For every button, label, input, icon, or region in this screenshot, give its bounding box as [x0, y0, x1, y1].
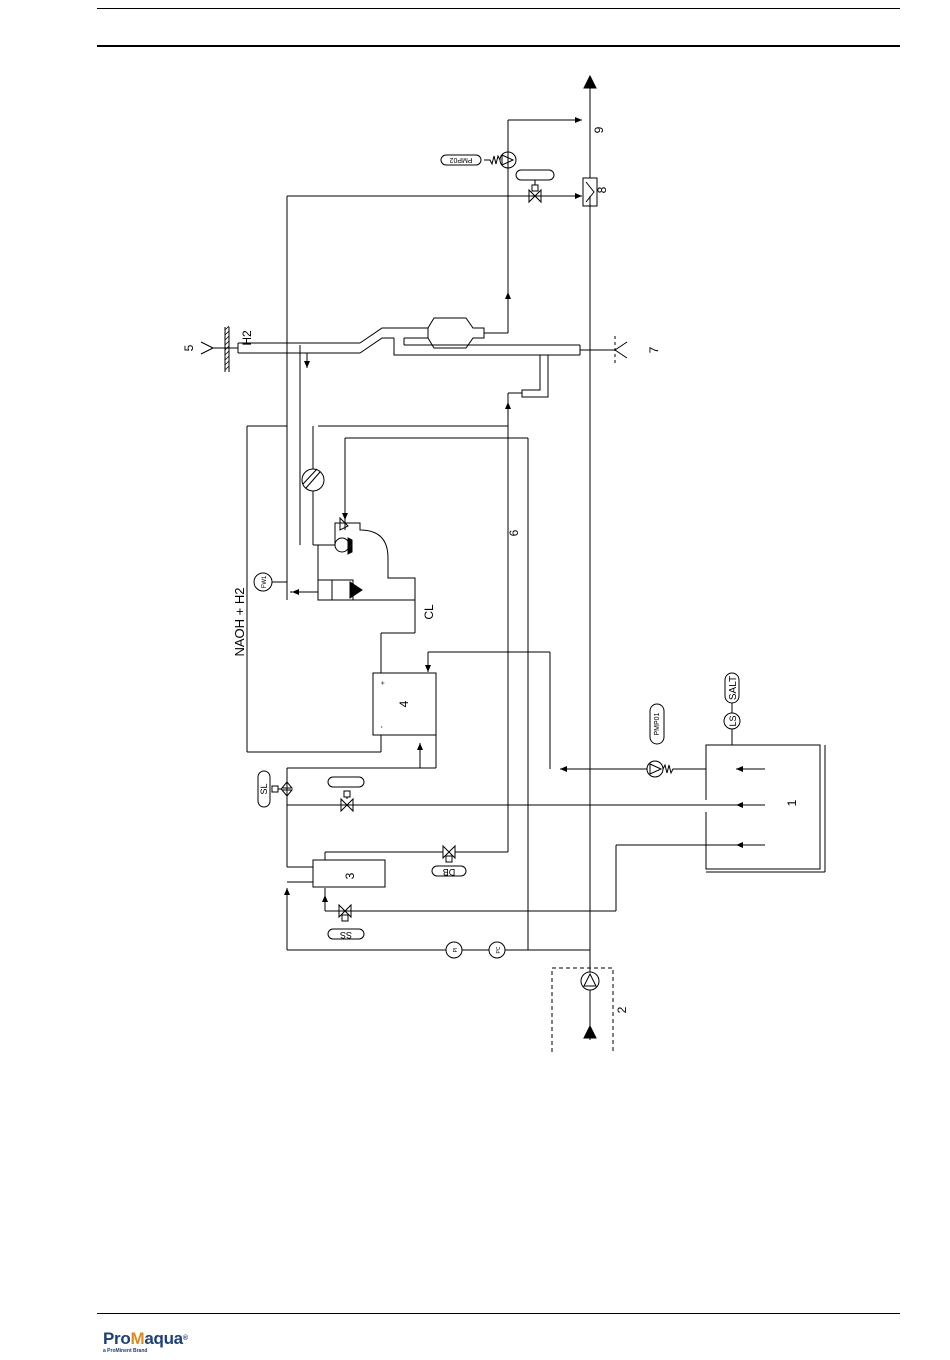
softener-unit: [287, 743, 443, 887]
hydrogen-vent: [201, 326, 238, 372]
electrolytic-cell: [247, 426, 436, 768]
label-fw1: FW1: [262, 575, 268, 588]
valve-mixer: [516, 170, 554, 202]
brine-pump-pmp01: [428, 652, 706, 777]
label-h2: H2: [240, 330, 254, 346]
label-line-6: 6: [507, 529, 521, 536]
label-cell-plus: +: [380, 681, 387, 685]
logo-tagline: a ProMinent Brand: [103, 1348, 188, 1354]
label-cell-minus: -: [379, 725, 386, 728]
logo-aqua: aqua: [144, 1329, 182, 1348]
label-pmp02: PMP02: [449, 156, 472, 163]
brine-tank: [706, 745, 825, 872]
footer-rule: [97, 1313, 900, 1314]
logo-registered: ®: [183, 1335, 188, 1342]
valve-db: [318, 426, 508, 876]
label-pi: PI: [453, 948, 459, 953]
promaqua-logo: ProMaqua® a ProMinent Brand: [103, 1330, 188, 1354]
drain: [580, 336, 627, 364]
naoh-h2-line: [287, 196, 582, 600]
label-sl: SL: [259, 783, 269, 794]
gas-separator: [238, 292, 580, 426]
label-salt: SALT: [728, 676, 739, 700]
label-cl: CL: [422, 604, 436, 620]
label-softener-3: 3: [343, 872, 357, 879]
strainer: [302, 426, 324, 545]
main-water-line: [584, 76, 596, 1040]
label-tank-1: 1: [785, 799, 799, 806]
logo-pro: Pro: [103, 1329, 130, 1348]
label-db: DB: [443, 867, 456, 877]
label-ss: SS: [340, 930, 352, 940]
label-outlet-9: 9: [592, 126, 606, 133]
tank-inner-pipes: [706, 769, 765, 845]
logo-m: M: [130, 1329, 144, 1348]
label-pump-2: 2: [615, 1006, 629, 1013]
dosing-pump-pmp02: [441, 120, 582, 292]
pressure-line: [287, 438, 590, 958]
label-pc: PC: [496, 946, 502, 953]
label-drain-7: 7: [647, 346, 661, 353]
valve-ss: [325, 845, 736, 939]
label-vent-5: 5: [182, 344, 196, 351]
flow-meter-fw1: [254, 573, 287, 591]
label-mixer-8: 8: [595, 186, 609, 193]
label-ls: LS: [728, 715, 738, 726]
logo-wordmark: ProMaqua®: [103, 1330, 188, 1348]
label-naoh-h2: NAOH + H2: [232, 588, 247, 657]
booster-pump: [552, 968, 613, 1052]
label-cell-4: 4: [397, 700, 411, 707]
diagram-labels: 1 2 3 4 5 6 7 8 9 H2 NAOH + H2 CL SALT L…: [182, 126, 799, 1013]
label-pmp01: PMP01: [654, 712, 661, 735]
salt-dilution-line: [287, 777, 736, 811]
chlorine-injector: [290, 518, 415, 600]
